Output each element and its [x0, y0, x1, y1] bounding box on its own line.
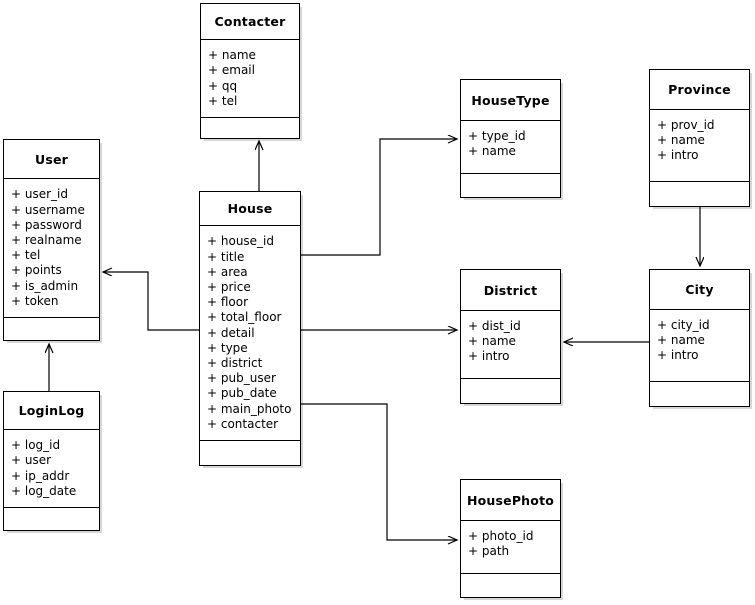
- attribute-row: + intro: [657, 148, 699, 163]
- class-attributes-housephoto: + photo_id+ path: [461, 521, 560, 574]
- attribute-row: + floor: [207, 295, 249, 310]
- attribute-row: + main_photo: [207, 401, 292, 416]
- attribute-row: + name: [657, 133, 705, 148]
- class-operations-province: [650, 182, 749, 206]
- attribute-row: + username: [11, 202, 85, 217]
- class-attributes-loginlog: + log_id+ user+ ip_addr+ log_date: [4, 430, 99, 508]
- attribute-row: + pub_date: [207, 386, 277, 401]
- attribute-row: + ip_addr: [11, 468, 70, 483]
- attribute-row: + log_date: [11, 483, 77, 498]
- attribute-row: + name: [208, 48, 256, 63]
- class-operations-user: [4, 318, 99, 340]
- attribute-row: + email: [208, 63, 255, 78]
- class-name-user: User: [4, 140, 99, 180]
- class-operations-house: [200, 441, 300, 465]
- class-attributes-district: + dist_id+ name+ intro: [461, 311, 560, 379]
- class-name-loginlog: LoginLog: [4, 392, 99, 431]
- attribute-row: + user_id: [11, 187, 68, 202]
- attribute-row: + title: [207, 249, 245, 264]
- class-attributes-province: + prov_id+ name+ intro: [650, 110, 749, 182]
- link-house-housetype: [301, 139, 457, 256]
- class-box-house[interactable]: House+ house_id+ title+ area+ price+ flo…: [199, 191, 301, 466]
- attribute-row: + token: [11, 293, 59, 308]
- attribute-row: + path: [468, 544, 510, 559]
- class-operations-housetype: [461, 174, 560, 197]
- class-attributes-house: + house_id+ title+ area+ price+ floor+ t…: [200, 226, 300, 441]
- attribute-row: + log_id: [11, 438, 61, 453]
- class-attributes-user: + user_id+ username+ password+ realname+…: [4, 179, 99, 318]
- attribute-row: + city_id: [657, 318, 710, 332]
- link-house-housephoto: [301, 403, 457, 540]
- class-name-housephoto: HousePhoto: [461, 480, 560, 521]
- class-name-housetype: HouseType: [461, 80, 560, 121]
- class-box-loginlog[interactable]: LoginLog+ log_id+ user+ ip_addr+ log_dat…: [3, 391, 100, 531]
- class-box-district[interactable]: District+ dist_id+ name+ intro: [460, 269, 561, 404]
- class-box-housephoto[interactable]: HousePhoto+ photo_id+ path: [460, 479, 561, 598]
- class-box-housetype[interactable]: HouseType+ type_id+ name: [460, 79, 561, 198]
- attribute-row: + name: [657, 333, 705, 348]
- attribute-row: + realname: [11, 232, 82, 247]
- attribute-row: + name: [468, 334, 516, 349]
- attribute-row: + tel: [208, 93, 238, 108]
- attribute-row: + detail: [207, 325, 255, 340]
- class-name-city: City: [650, 270, 749, 310]
- attribute-row: + district: [207, 355, 263, 370]
- class-box-contacter[interactable]: Contacter+ name+ email+ qq+ tel: [200, 3, 300, 139]
- class-box-user[interactable]: User+ user_id+ username+ password+ realn…: [3, 139, 100, 341]
- class-operations-contacter: [201, 118, 299, 138]
- attribute-row: + photo_id: [468, 529, 534, 543]
- class-box-province[interactable]: Province+ prov_id+ name+ intro: [649, 69, 750, 207]
- attribute-row: + price: [207, 279, 251, 294]
- class-name-house: House: [200, 192, 300, 227]
- class-attributes-city: + city_id+ name+ intro: [650, 310, 749, 382]
- attribute-row: + contacter: [207, 416, 279, 431]
- attribute-row: + user: [11, 453, 52, 468]
- link-house-user: [103, 272, 199, 331]
- attribute-row: + is_admin: [11, 278, 79, 293]
- class-name-contacter: Contacter: [201, 4, 299, 41]
- attribute-row: + intro: [657, 348, 699, 363]
- class-attributes-housetype: + type_id+ name: [461, 121, 560, 174]
- attribute-row: + type_id: [468, 129, 526, 143]
- class-operations-housephoto: [461, 574, 560, 597]
- attribute-row: + tel: [11, 248, 41, 263]
- attribute-row: + name: [468, 144, 516, 159]
- class-attributes-contacter: + name+ email+ qq+ tel: [201, 40, 299, 118]
- attribute-row: + pub_user: [207, 371, 276, 386]
- class-box-city[interactable]: City+ city_id+ name+ intro: [649, 269, 750, 407]
- attribute-row: + password: [11, 217, 82, 232]
- class-name-province: Province: [650, 70, 749, 110]
- class-operations-district: [461, 379, 560, 403]
- attribute-row: + qq: [208, 78, 238, 93]
- attribute-row: + house_id: [207, 234, 275, 249]
- attribute-row: + type: [207, 340, 248, 355]
- attribute-row: + prov_id: [657, 118, 715, 132]
- class-operations-loginlog: [4, 508, 99, 530]
- attribute-row: + total_floor: [207, 310, 282, 325]
- class-name-district: District: [461, 270, 560, 311]
- attribute-row: + area: [207, 264, 248, 279]
- attribute-row: + dist_id: [468, 319, 521, 333]
- attribute-row: + points: [11, 263, 62, 278]
- attribute-row: + intro: [468, 349, 510, 364]
- class-operations-city: [650, 382, 749, 406]
